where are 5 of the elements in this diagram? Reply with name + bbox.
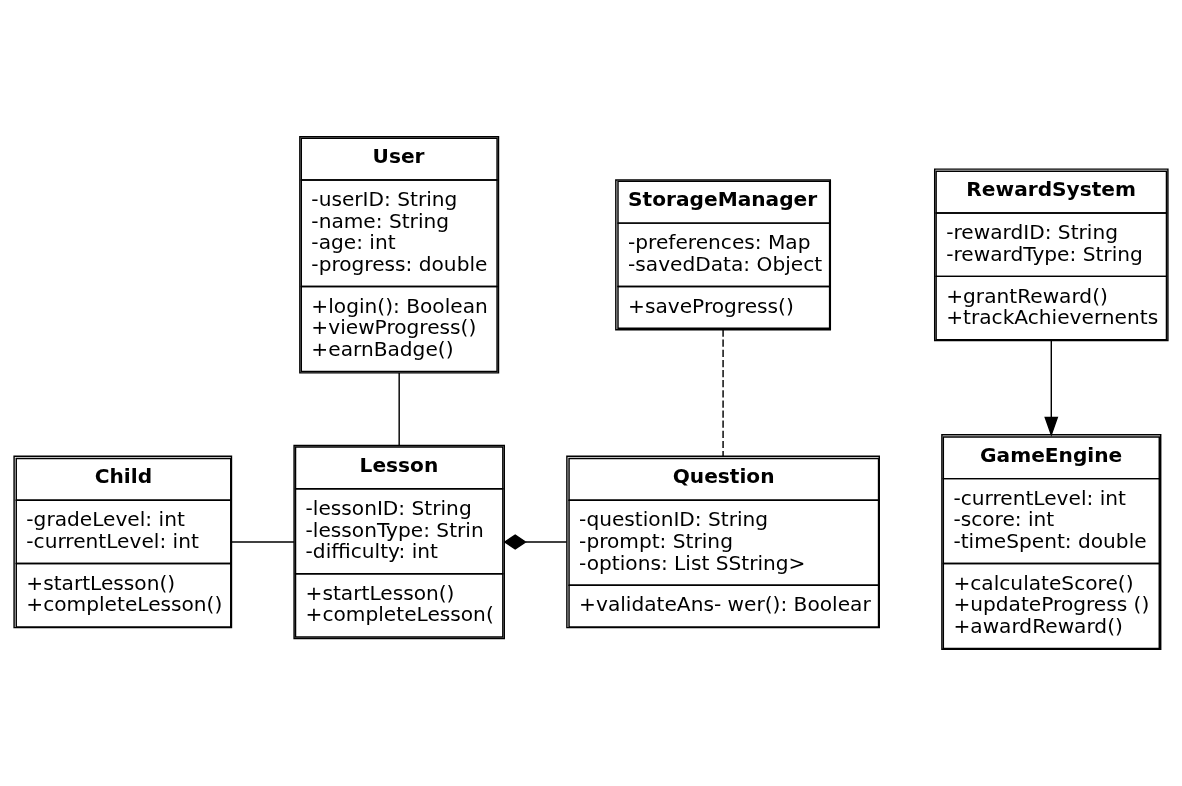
- connector: [722, 329, 724, 457]
- arrow: [1044, 340, 1059, 437]
- connector: [503, 534, 568, 550]
- connector: [398, 372, 400, 447]
- connector: [231, 541, 295, 543]
